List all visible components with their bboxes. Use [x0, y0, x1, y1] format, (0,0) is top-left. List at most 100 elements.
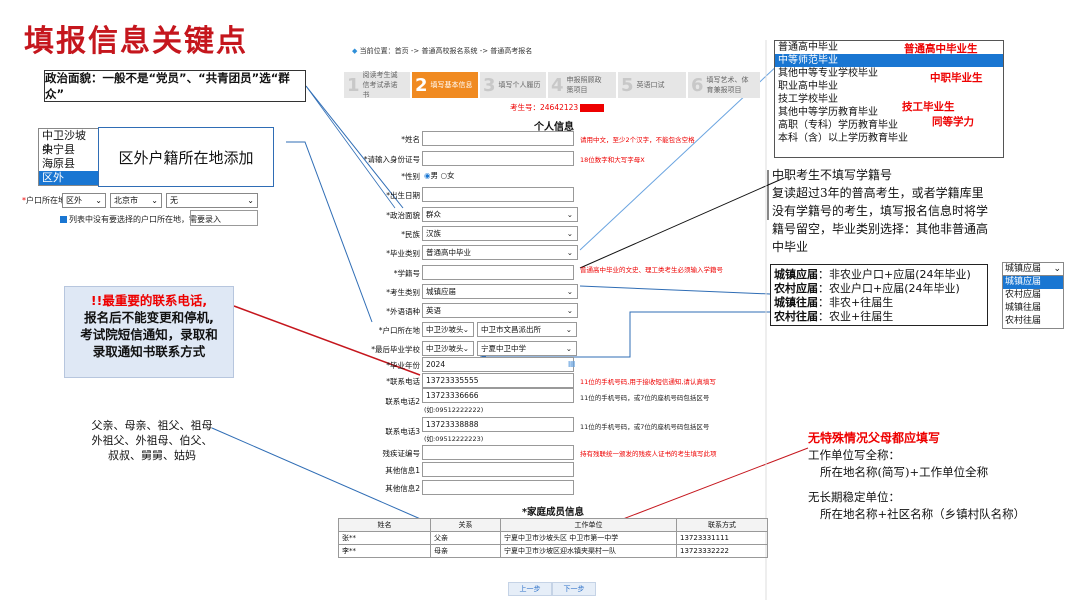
- grad-year-input[interactable]: 2024: [422, 357, 574, 372]
- hukou-select-1[interactable]: 区外⌄: [62, 193, 106, 208]
- radio-icon[interactable]: ○: [440, 171, 447, 180]
- name-label: *姓名: [401, 135, 420, 144]
- xueji-label: *学籍号: [393, 269, 420, 278]
- family-header: 关系: [430, 518, 501, 532]
- grad-option[interactable]: 其他中等专业学校毕业: [778, 68, 878, 79]
- cand-type-note: 城镇应届：非农业户口+应届(24年毕业) 农村应届：农业户口+应届(24年毕业)…: [770, 264, 988, 326]
- relatives-note: 父亲、母亲、祖父、祖母 外祖父、外祖母、伯父、 叔叔、舅舅、姑妈: [91, 419, 213, 462]
- county-option[interactable]: 海原县: [42, 157, 75, 170]
- nation-select[interactable]: 汉族⌄: [422, 226, 578, 241]
- family-relation-cell[interactable]: 父亲: [430, 531, 501, 545]
- other1-input[interactable]: [422, 462, 574, 477]
- hukou-note: 区外户籍所在地添加: [98, 127, 274, 187]
- grad-option-selected[interactable]: 中等师范毕业: [775, 54, 1003, 67]
- phone2-input[interactable]: 13723336666: [422, 388, 574, 403]
- prev-button[interactable]: 上一步: [508, 582, 552, 596]
- breadcrumb: ◆ 当前位置：首页 -> 普通高校报名系统 -> 普通高考报名: [352, 47, 533, 55]
- birth-label: *出生日期: [386, 191, 420, 200]
- grad-option[interactable]: 普通高中毕业: [778, 42, 838, 53]
- lang-select[interactable]: 英语⌄: [422, 303, 578, 318]
- ann-zz: 中职毕业生: [930, 72, 983, 84]
- cand-type-dropdown-header[interactable]: 城镇应届⌄: [1003, 264, 1063, 276]
- birth-input[interactable]: [422, 187, 574, 202]
- idcard-input[interactable]: [422, 151, 574, 166]
- chevron-down-icon: ⌄: [565, 325, 572, 334]
- cand-type-dropdown[interactable]: 城镇应届⌄ 城镇应届 农村应届 城镇往届 农村往届: [1002, 262, 1064, 329]
- cand-option[interactable]: 城镇往届: [1005, 303, 1042, 313]
- chevron-down-icon: ⌄: [566, 210, 573, 219]
- cand-type-select[interactable]: 城镇应届⌄: [422, 284, 578, 299]
- section-title: 个人信息: [534, 122, 574, 133]
- family-relation-cell[interactable]: 母亲: [430, 544, 501, 558]
- phone1-input[interactable]: 13723335555: [422, 373, 574, 388]
- county-option[interactable]: 中宁县: [42, 143, 75, 156]
- grad-type-select[interactable]: 普通高中毕业⌄: [422, 245, 578, 260]
- family-name-cell[interactable]: 张**: [338, 531, 431, 545]
- county-option-selected[interactable]: 区外: [39, 171, 99, 185]
- family-work-cell[interactable]: 宁夏中卫市沙坡头区 中卫市第一中学: [500, 531, 677, 545]
- calendar-icon[interactable]: ▦: [568, 359, 576, 368]
- hukou-manual-checkbox-row[interactable]: 列表中没有要选择的户口所在地，需要录入: [60, 214, 221, 225]
- county-listbox[interactable]: 中卫沙坡头 中宁县 海原县 区外: [38, 128, 100, 186]
- hukou-row-label: *户口所在地: [22, 196, 66, 205]
- grad-option[interactable]: 高职（专科）学历教育毕业: [778, 120, 898, 131]
- xueji-hint: 普通高中毕业的文史、理工类考生必须输入学籍号: [580, 266, 723, 274]
- other2-input[interactable]: [422, 480, 574, 495]
- grad-type-label: *毕业类别: [386, 249, 420, 258]
- hukou-manual-input[interactable]: [190, 210, 258, 226]
- xueji-input[interactable]: [422, 265, 574, 280]
- family-phone-cell[interactable]: 13723331111: [676, 531, 768, 545]
- table-row: 李** 母亲 宁夏中卫市沙坡区迎水镇夹渠村一队 13723332222: [338, 544, 768, 558]
- hukou-select-3[interactable]: 无⌄: [166, 193, 258, 208]
- table-row: 张** 父亲 宁夏中卫市沙坡头区 中卫市第一中学 13723331111: [338, 531, 768, 545]
- politics-label: *政治面貌: [386, 211, 420, 220]
- hukou-select-county[interactable]: 中卫沙坡头⌄: [422, 322, 474, 337]
- next-button[interactable]: 下一步: [552, 582, 596, 596]
- ann-td: 同等学力: [932, 116, 974, 128]
- other2-label: 其他信息2: [385, 484, 420, 493]
- cand-option-selected[interactable]: 城镇应届: [1003, 276, 1063, 289]
- school-select-name[interactable]: 宁夏中卫中学⌄: [477, 341, 577, 356]
- lang-label: *外语语种: [386, 307, 420, 316]
- chevron-down-icon: ⌄: [1053, 264, 1061, 274]
- name-input[interactable]: [422, 131, 574, 146]
- radio-checked-icon[interactable]: ◉: [424, 171, 431, 180]
- grad-option[interactable]: 技工学校毕业: [778, 94, 838, 105]
- redacted-block: [580, 104, 605, 112]
- family-table: 姓名 关系 工作单位 联系方式 张** 父亲 宁夏中卫市沙坡头区 中卫市第一中学…: [338, 518, 768, 558]
- county-option[interactable]: 中卫沙坡头: [42, 129, 86, 156]
- nation-label: *民族: [401, 230, 420, 239]
- grad-option[interactable]: 其他中等学历教育毕业: [778, 107, 878, 118]
- school-select-county[interactable]: 中卫沙坡头⌄: [422, 341, 474, 356]
- chevron-down-icon: ⌄: [151, 196, 158, 205]
- hukou-select-2[interactable]: 北京市⌄: [110, 193, 162, 208]
- cert-input[interactable]: [422, 445, 574, 460]
- politics-select[interactable]: 群众⌄: [422, 207, 578, 222]
- family-name-cell[interactable]: 李**: [338, 544, 431, 558]
- hukou-select-station[interactable]: 中卫市文昌派出所⌄: [477, 322, 577, 337]
- grad-type-listbox[interactable]: 普通高中毕业 中等师范毕业 其他中等专业学校毕业 职业高中毕业 技工学校毕业 其…: [774, 40, 1004, 158]
- hukou-label: *户口所在地: [378, 326, 420, 335]
- cand-option[interactable]: 农村往届: [1005, 316, 1042, 326]
- family-header: 姓名: [338, 518, 431, 532]
- gender-radios: ◉男 ○女: [424, 171, 455, 180]
- cand-type-label: *考生类别: [386, 288, 420, 297]
- checkbox-checked-icon[interactable]: [60, 216, 67, 223]
- name-hint: 请用中文，至少2个汉字，不能包含空格: [580, 136, 695, 144]
- ann-gz: 普通高中毕业生: [904, 43, 978, 55]
- grad-option[interactable]: 本科（含）以上学历教育毕业: [778, 133, 908, 144]
- phone3-input[interactable]: 13723338888: [422, 417, 574, 432]
- grad-option[interactable]: 职业高中毕业: [778, 81, 838, 92]
- cand-option[interactable]: 农村应届: [1005, 290, 1042, 300]
- chevron-down-icon: ⌄: [566, 248, 573, 257]
- family-phone-cell[interactable]: 13723332222: [676, 544, 768, 558]
- family-work-cell[interactable]: 宁夏中卫市沙坡区迎水镇夹渠村一队: [500, 544, 677, 558]
- ann-jg: 技工毕业生: [902, 101, 955, 113]
- phone-note: !!最重要的联系电话, 报名后不能变更和停机, 考试院短信通知，录取和 录取通知…: [64, 286, 234, 378]
